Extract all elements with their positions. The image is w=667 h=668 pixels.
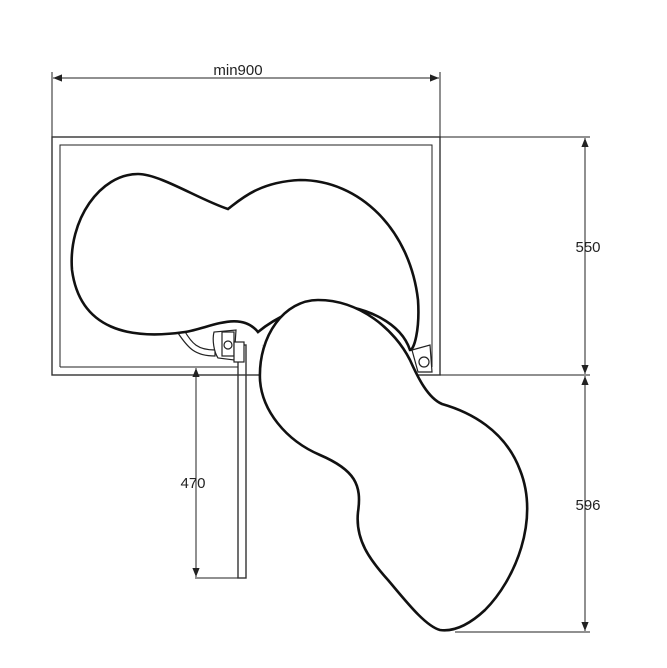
width-label: min900 [213,62,262,79]
inner-tray [70,172,420,352]
width-dimension: min900 [51,62,441,137]
outer-tray [258,298,529,632]
swing-dimension: 596 [455,376,601,633]
connecting-arm [177,329,216,357]
swing-label: 596 [575,497,600,514]
opening-label: 470 [180,475,205,492]
hinge [411,344,433,373]
opening-dimension: 470 [180,366,238,579]
depth-label: 550 [575,239,600,256]
door-panel [237,344,247,579]
pivot-mechanism [212,329,245,363]
depth-dimension: 550 [440,136,601,376]
